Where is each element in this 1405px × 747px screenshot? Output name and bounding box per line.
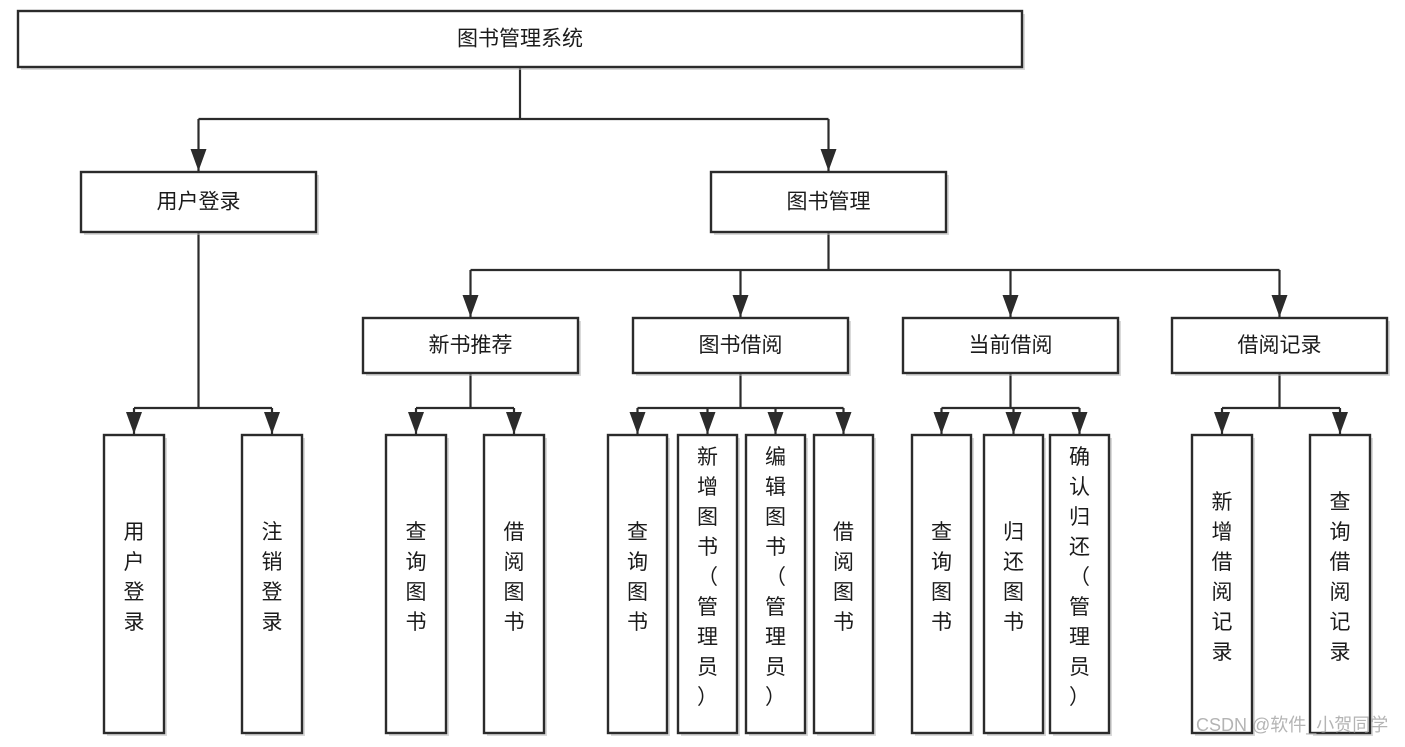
node-leaf-query-borrow-record[interactable]: 查询借阅记录 xyxy=(1308,433,1373,736)
arrow-head-icon xyxy=(1005,412,1022,434)
connector-layer xyxy=(126,67,1348,434)
node-label-root: 图书管理系统 xyxy=(457,28,583,51)
node-book-borrow[interactable]: 图书借阅 xyxy=(631,316,851,376)
node-box-leaf-borrow-book-rec[interactable] xyxy=(482,433,546,735)
arrow-head-icon xyxy=(767,412,784,434)
node-leaf-logout-login[interactable]: 注销登录 xyxy=(240,433,305,736)
arrow-head-icon xyxy=(1271,295,1288,317)
node-box-leaf-query-book-rec[interactable] xyxy=(384,433,448,735)
arrow-head-icon xyxy=(506,412,522,434)
node-label-leaf-user-login: 用户登录 xyxy=(124,521,145,634)
node-layer: 图书管理系统用户登录图书管理新书推荐图书借阅当前借阅借阅记录用户登录注销登录查询… xyxy=(16,9,1390,736)
node-leaf-edit-book[interactable]: 编辑图书（管理员） xyxy=(744,433,808,736)
node-label-user-login: 用户登录 xyxy=(157,191,241,214)
node-label-leaf-query-book-rec: 查询图书 xyxy=(406,521,427,634)
node-leaf-add-book[interactable]: 新增图书（管理员） xyxy=(676,433,740,736)
node-box-new-book-recommend[interactable] xyxy=(361,316,580,375)
node-label-leaf-borrow-book-bor: 借阅图书 xyxy=(833,521,854,634)
arrow-head-icon xyxy=(264,412,280,434)
node-box-leaf-logout-login[interactable] xyxy=(240,433,304,735)
node-box-leaf-return-book[interactable] xyxy=(982,433,1045,735)
node-leaf-borrow-book-rec[interactable]: 借阅图书 xyxy=(482,433,547,736)
node-box-leaf-add-book[interactable] xyxy=(676,433,739,735)
node-leaf-borrow-book-bor[interactable]: 借阅图书 xyxy=(812,433,876,736)
node-box-book-manage[interactable] xyxy=(709,170,948,234)
node-box-current-borrow[interactable] xyxy=(901,316,1120,375)
node-leaf-return-book[interactable]: 归还图书 xyxy=(982,433,1046,736)
node-box-leaf-user-login[interactable] xyxy=(102,433,166,735)
node-box-leaf-query-book-cur[interactable] xyxy=(910,433,973,735)
node-label-leaf-borrow-book-rec: 借阅图书 xyxy=(504,521,525,634)
node-label-leaf-add-book: 新增图书（管理员） xyxy=(697,446,718,709)
node-box-user-login[interactable] xyxy=(79,170,318,234)
node-leaf-add-borrow-record[interactable]: 新增借阅记录 xyxy=(1190,433,1255,736)
arrow-head-icon xyxy=(835,412,852,434)
node-label-borrow-record: 借阅记录 xyxy=(1238,334,1322,357)
node-leaf-query-book-bor[interactable]: 查询图书 xyxy=(606,433,670,736)
arrow-head-icon xyxy=(1332,412,1348,434)
node-current-borrow[interactable]: 当前借阅 xyxy=(901,316,1121,376)
node-label-leaf-add-borrow-record: 新增借阅记录 xyxy=(1212,491,1233,664)
arrow-head-icon xyxy=(1071,412,1088,434)
node-box-leaf-add-borrow-record[interactable] xyxy=(1190,433,1254,735)
node-leaf-confirm-return[interactable]: 确认归还（管理员） xyxy=(1048,433,1112,736)
csdn-watermark: CSDN @软件_小贺同学 xyxy=(1196,715,1388,736)
node-label-new-book-recommend: 新书推荐 xyxy=(429,334,513,357)
node-label-leaf-edit-book: 编辑图书（管理员） xyxy=(765,446,786,709)
arrow-head-icon xyxy=(408,412,424,434)
node-leaf-query-book-cur[interactable]: 查询图书 xyxy=(910,433,974,736)
node-box-leaf-query-book-bor[interactable] xyxy=(606,433,669,735)
arrow-head-icon xyxy=(629,412,646,434)
node-label-book-borrow: 图书借阅 xyxy=(699,334,783,357)
node-user-login[interactable]: 用户登录 xyxy=(79,170,319,235)
arrow-head-icon xyxy=(1214,412,1230,434)
node-leaf-query-book-rec[interactable]: 查询图书 xyxy=(384,433,449,736)
arrow-head-icon xyxy=(1002,295,1019,317)
node-label-book-manage: 图书管理 xyxy=(787,191,871,214)
node-root[interactable]: 图书管理系统 xyxy=(16,9,1025,70)
node-book-manage[interactable]: 图书管理 xyxy=(709,170,949,235)
arrow-head-icon xyxy=(462,295,479,317)
arrow-head-icon xyxy=(126,412,142,434)
node-borrow-record[interactable]: 借阅记录 xyxy=(1170,316,1390,376)
node-box-book-borrow[interactable] xyxy=(631,316,850,375)
node-label-leaf-return-book: 归还图书 xyxy=(1003,521,1024,634)
node-box-root[interactable] xyxy=(16,9,1024,69)
arrow-head-icon xyxy=(933,412,950,434)
arrow-head-icon xyxy=(732,295,749,317)
node-box-leaf-query-borrow-record[interactable] xyxy=(1308,433,1372,735)
node-label-current-borrow: 当前借阅 xyxy=(969,334,1053,357)
node-box-leaf-confirm-return[interactable] xyxy=(1048,433,1111,735)
node-label-leaf-query-borrow-record: 查询借阅记录 xyxy=(1330,491,1351,664)
watermark-layer: CSDN @软件_小贺同学 xyxy=(1196,715,1388,736)
node-box-leaf-edit-book[interactable] xyxy=(744,433,807,735)
node-label-leaf-query-book-bor: 查询图书 xyxy=(627,521,648,634)
node-label-leaf-query-book-cur: 查询图书 xyxy=(931,521,952,634)
node-leaf-user-login[interactable]: 用户登录 xyxy=(102,433,167,736)
arrow-head-icon xyxy=(820,149,837,171)
node-box-leaf-borrow-book-bor[interactable] xyxy=(812,433,875,735)
arrow-head-icon xyxy=(190,149,207,171)
node-new-book-recommend[interactable]: 新书推荐 xyxy=(361,316,581,376)
arrow-head-icon xyxy=(699,412,716,434)
node-label-leaf-confirm-return: 确认归还（管理员） xyxy=(1069,446,1090,709)
node-box-borrow-record[interactable] xyxy=(1170,316,1389,375)
node-label-leaf-logout-login: 注销登录 xyxy=(262,521,283,634)
